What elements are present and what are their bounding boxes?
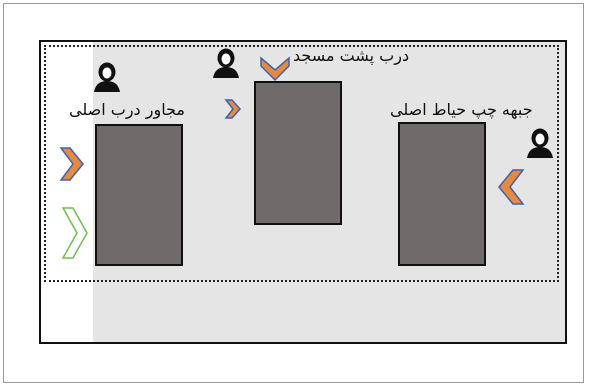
chevron-down-icon [260, 56, 290, 82]
person-icon [527, 128, 553, 158]
chevron-right-icon [61, 207, 88, 259]
block-middle [254, 81, 342, 225]
person-icon [94, 62, 120, 92]
chevron-right-icon [224, 99, 242, 119]
block-left [95, 124, 183, 266]
dotted-boundary [44, 45, 559, 282]
diagram-frame [3, 3, 584, 383]
chevron-left-icon [498, 169, 525, 205]
person-icon [213, 48, 239, 78]
label-behind-mosque-door: درب پشت مسجد [293, 46, 410, 65]
label-left-front-main-yard: جبهه چپ حیاط اصلی [390, 100, 533, 119]
label-near-main-door: مجاور درب اصلی [69, 100, 185, 119]
site-plan: مجاور درب اصلی درب پشت مسجد جبهه چپ حیاط… [39, 40, 567, 344]
block-right [398, 122, 486, 266]
chevron-right-icon [59, 147, 84, 181]
